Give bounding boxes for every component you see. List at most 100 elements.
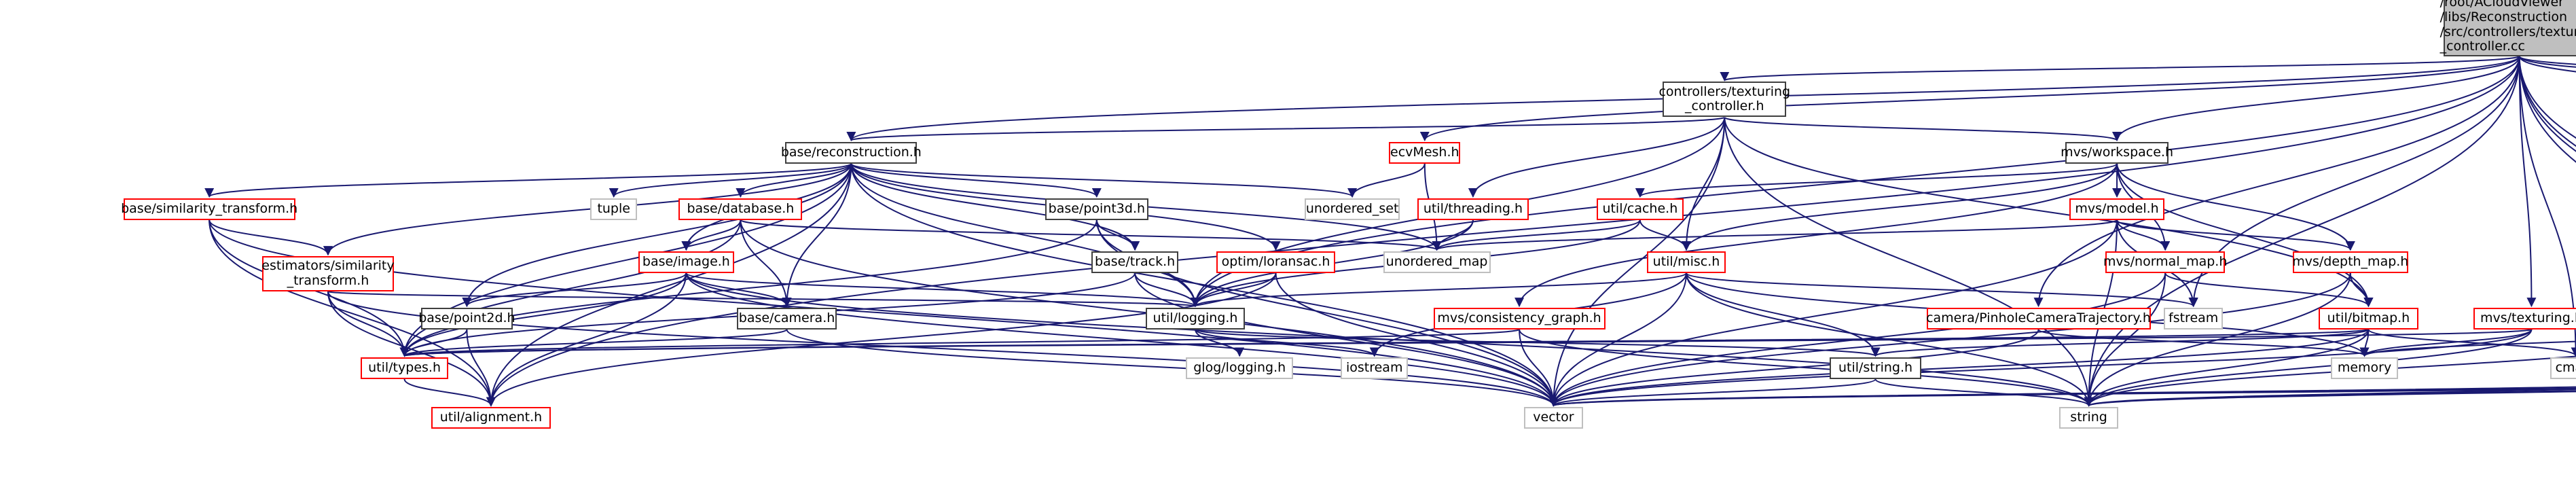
node-model-h[interactable]: mvs/model.h (2069, 198, 2165, 220)
edge-database_h-to-camera_h (740, 219, 792, 308)
edge-root-to-workspace_h (2112, 56, 2520, 142)
edge-root-to-pinhole_traj_h (2033, 56, 2520, 308)
edge-loransac_h-to-alignment_h (486, 272, 1277, 407)
edge-consistency_graph_h-to-types_h (400, 328, 1521, 357)
node-string[interactable]: string (2059, 407, 2119, 429)
edge-AutoIO_h-to-memory (2359, 340, 2576, 357)
edge-reconstruction_h-to-sim_transform_h (204, 162, 852, 198)
node-normal-map-h[interactable]: mvs/normal_map.h (2103, 251, 2227, 273)
edge-model_h-to-depth_map_h (2116, 219, 2355, 251)
node-consistency-graph-h[interactable]: mvs/consistency_graph.h (1433, 307, 1606, 329)
node-tuple[interactable]: tuple (590, 198, 638, 220)
edge-reconstruction_h-to-point2d_h (462, 163, 852, 308)
edge-texturing_controller_h-to-bitmap_h (1724, 117, 2374, 308)
edge-est_sim_transform_h-to-vector (327, 291, 1559, 407)
node-loransac-h[interactable]: optim/loransac.h (1216, 251, 1336, 273)
node-alignment-h[interactable]: util/alignment.h (431, 407, 551, 429)
node-est-sim-transform-h[interactable]: estimators/similarity _transform.h (261, 255, 395, 291)
edge-ecvMesh_h-to-unordered_set (1347, 163, 1426, 198)
edge-root-to-FileSystem_h (2518, 56, 2576, 163)
node-cmath[interactable]: cmath (2550, 357, 2576, 379)
edge-image_h-to-vector (685, 272, 1559, 407)
edge-root-to-alignment_h (486, 56, 2520, 407)
edge-workspace_h-to-consistency_graph_h (1514, 163, 2118, 308)
edge-point2d_h-to-alignment_h (466, 329, 496, 407)
edge-model_h-to-vector (1548, 219, 2118, 407)
node-ecvMesh-h[interactable]: ecvMesh.h (1389, 141, 1461, 164)
node-unordered-map[interactable]: unordered_map (1383, 251, 1491, 273)
edge-logging_h-to-iostream (1195, 328, 1379, 357)
edge-point3d_h-to-track_h (1095, 219, 1140, 251)
edge-misc_h-to-string_h (1685, 272, 1881, 357)
edge-CVTools_h-to-vector (1549, 388, 2576, 407)
node-image-h[interactable]: base/image.h (638, 251, 734, 273)
edge-AutoIO_h-to-string (2084, 355, 2576, 407)
node-point2d-h[interactable]: base/point2d.h (418, 307, 515, 329)
edge-reconstruction_h-to-tuple (609, 163, 852, 198)
node-threading-h[interactable]: util/threading.h (1417, 198, 1529, 220)
node-texturing-controller-h[interactable]: controllers/texturing _controller.h (1658, 82, 1790, 118)
edge-image_h-to-alignment_h (486, 272, 687, 407)
edge-texturing_h-to-types_h (401, 328, 2533, 357)
edge-image_h-to-point2d_h (462, 272, 687, 308)
edge-logging_h-to-glog_logging_h (1195, 329, 1245, 357)
edge-database_h-to-image_h (681, 219, 742, 251)
edge-pinhole_traj_h-to-vector (1548, 329, 2039, 407)
edge-root-to-ecvHObjectCaster_h (2518, 56, 2576, 68)
edge-bitmap_h-to-string (2084, 329, 2370, 407)
edge-sim_transform_h-to-alignment_h (208, 219, 496, 407)
node-vector[interactable]: vector (1523, 407, 1583, 429)
edge-texturing_controller_h-to-reconstruction_h (847, 116, 1726, 142)
edge-cache_h-to-misc_h (1639, 219, 1691, 251)
node-cache-h[interactable]: util/cache.h (1596, 198, 1684, 220)
edge-texturing_h-to-memory (2359, 329, 2533, 357)
edge-reconstruction_h-to-vector (850, 163, 1559, 407)
edge-reconstruction_h-to-database_h (736, 163, 852, 198)
edge-misc_h-to-logging_h (1191, 272, 1687, 308)
node-root[interactable]: /root/ACloudViewer /libs/Reconstruction … (2440, 0, 2576, 56)
node-pinhole-traj-h[interactable]: camera/PinholeCameraTrajectory.h (1926, 307, 2151, 329)
edge-loransac_h-to-vector (1275, 272, 1559, 407)
node-types-h[interactable]: util/types.h (361, 357, 448, 379)
node-sim-transform-h[interactable]: base/similarity_transform.h (121, 198, 297, 220)
node-unordered-set[interactable]: unordered_set (1304, 198, 1400, 220)
edge-normal_map_h-to-bitmap_h (2164, 272, 2374, 308)
node-database-h[interactable]: base/database.h (678, 198, 803, 220)
edge-model_h-to-normal_map_h (2116, 219, 2171, 251)
node-fstream[interactable]: fstream (2164, 307, 2224, 329)
edge-bitmap_h-to-cmath (2368, 328, 2576, 357)
node-reconstruction-h[interactable]: base/reconstruction.h (781, 141, 922, 164)
node-glog-logging-h[interactable]: glog/logging.h (1186, 357, 1294, 379)
edge-sim_transform_h-to-est_sim_transform_h (208, 219, 333, 256)
edge-reconstruction_h-to-point3d_h (850, 163, 1102, 198)
edge-track_h-to-vector (1134, 272, 1559, 407)
edge-camera_h-to-types_h (399, 328, 788, 357)
node-track-h[interactable]: base/track.h (1091, 251, 1179, 273)
edge-root-to-CVLog_h (2518, 56, 2576, 147)
edge-workspace_h-to-depth_map_h (2116, 163, 2355, 251)
node-camera-h[interactable]: base/camera.h (737, 307, 837, 329)
edge-loransac_h-to-logging_h (1191, 272, 1277, 308)
edge-bitmap_h-to-vector (1548, 329, 2370, 407)
node-iostream[interactable]: iostream (1341, 357, 1409, 379)
edge-database_h-to-unordered_map (740, 219, 1441, 251)
node-misc-h[interactable]: util/misc.h (1646, 251, 1726, 273)
node-texturing-h[interactable]: mvs/texturing.h (2473, 307, 2576, 329)
node-depth-map-h[interactable]: mvs/depth_map.h (2292, 251, 2408, 273)
edge-consistency_graph_h-to-vector (1519, 329, 1559, 407)
node-bitmap-h[interactable]: util/bitmap.h (2319, 307, 2418, 329)
node-memory[interactable]: memory (2331, 357, 2398, 379)
node-logging-h[interactable]: util/logging.h (1145, 307, 1246, 329)
edge-database_h-to-types_h (399, 219, 742, 357)
edge-misc_h-to-fstream (1685, 272, 2198, 308)
edge-reconstruction_h-to-alignment_h (486, 163, 852, 407)
node-string-h[interactable]: util/string.h (1830, 357, 1921, 379)
edge-texturing_controller_h-to-vector (1548, 117, 1726, 407)
edge-reconstruction_h-to-unordered_set (850, 162, 1357, 198)
edge-image_h-to-logging_h (685, 272, 1200, 308)
edge-root-to-ecvPointCloud_h (2518, 55, 2576, 65)
edge-reconstruction_h-to-est_sim_transform_h (323, 163, 852, 256)
node-point3d-h[interactable]: base/point3d.h (1045, 198, 1148, 220)
node-workspace-h[interactable]: mvs/workspace.h (2061, 141, 2173, 164)
